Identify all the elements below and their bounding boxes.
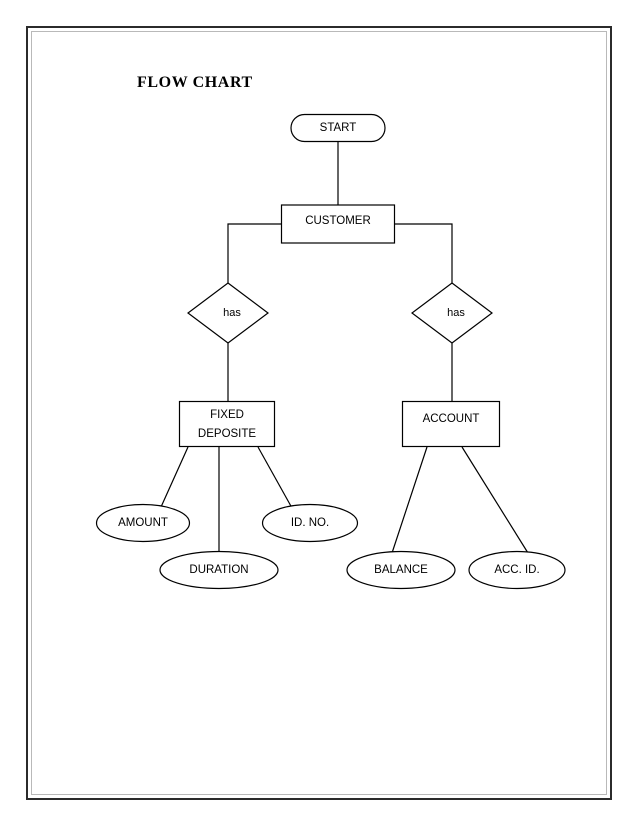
node-label-fixed-line2: DEPOSITE: [198, 428, 256, 440]
connector-account-accid: [461, 446, 529, 554]
node-shape-idno: [261, 503, 359, 543]
node-fixed[interactable]: FIXED DEPOSITE: [178, 400, 276, 448]
node-has_left[interactable]: has: [187, 282, 269, 344]
node-shape-duration: [159, 550, 279, 590]
connector-account-balance: [391, 446, 428, 554]
connector-fixed-amount: [160, 446, 189, 508]
node-shape-customer: [280, 204, 396, 244]
node-label-fixed-line1: FIXED: [210, 409, 244, 421]
node-shape-account: [401, 400, 501, 448]
node-idno[interactable]: ID. NO.: [261, 503, 359, 543]
node-shape-has_right: [411, 282, 493, 344]
document-page-frame-inner: [31, 31, 607, 795]
node-label-amount: AMOUNT: [118, 517, 168, 529]
node-shape-has_left: [187, 282, 269, 344]
connector-customer-has-left: [227, 223, 282, 283]
node-duration[interactable]: DURATION: [159, 550, 279, 590]
node-label-start: START: [320, 122, 357, 134]
node-label-has_left: has: [223, 307, 241, 319]
node-account[interactable]: ACCOUNT: [401, 400, 501, 448]
document-page-frame: [26, 26, 612, 800]
node-shape-start: [290, 113, 386, 143]
connector-layer: [160, 142, 529, 554]
node-amount[interactable]: AMOUNT: [95, 503, 191, 543]
connector-fixed-idno: [257, 446, 293, 509]
node-label-duration: DURATION: [189, 564, 248, 576]
node-has_right[interactable]: has: [411, 282, 493, 344]
node-shape-fixed: [178, 400, 276, 448]
page-title: FLOW CHART: [137, 74, 253, 91]
node-accid[interactable]: ACC. ID.: [468, 550, 566, 590]
node-label-has_right: has: [447, 307, 465, 319]
node-shape-accid: [468, 550, 566, 590]
node-label-balance: BALANCE: [374, 564, 428, 576]
node-shape-amount: [95, 503, 191, 543]
node-shape-balance: [346, 550, 456, 590]
node-customer[interactable]: CUSTOMER: [280, 204, 396, 244]
node-label-idno: ID. NO.: [291, 517, 329, 529]
node-label-accid: ACC. ID.: [494, 564, 539, 576]
node-label-customer: CUSTOMER: [305, 215, 371, 227]
node-start[interactable]: START: [290, 113, 386, 143]
node-balance[interactable]: BALANCE: [346, 550, 456, 590]
connector-customer-has-right: [395, 223, 453, 283]
node-label-account: ACCOUNT: [423, 413, 480, 425]
